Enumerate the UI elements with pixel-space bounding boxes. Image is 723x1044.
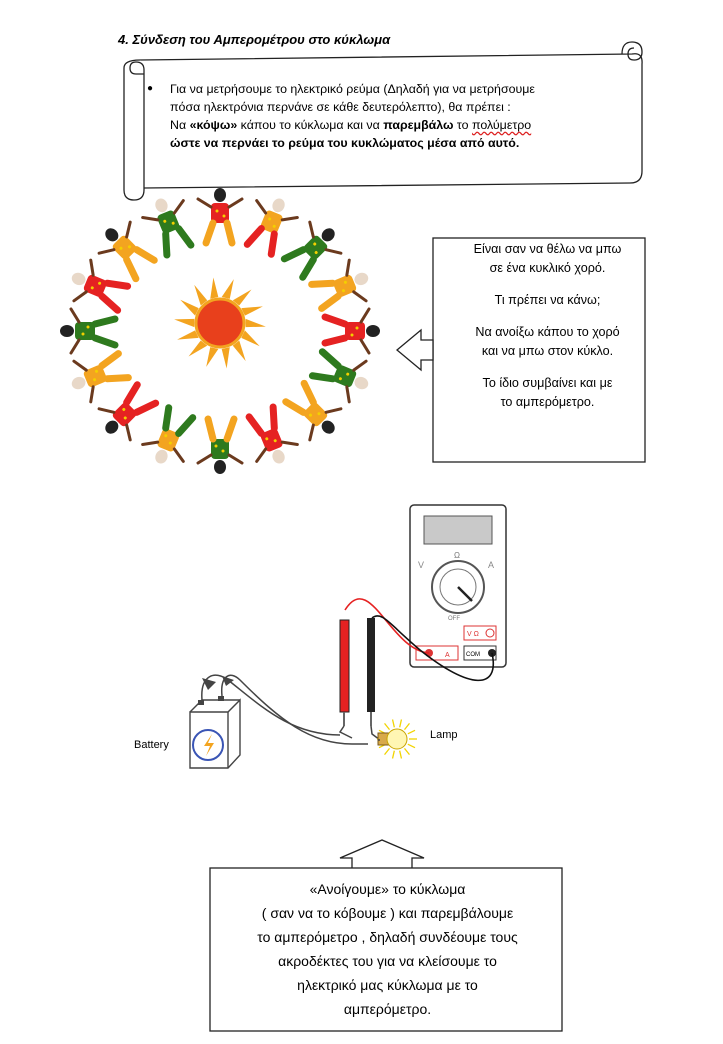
scroll-text: ● Για να μετρήσουμε το ηλεκτρικό ρεύμα (… bbox=[147, 80, 620, 152]
battery-label: Battery bbox=[134, 739, 169, 751]
a-label: A bbox=[445, 652, 450, 659]
scroll-line-4: ώστε να περνάει το ρεύμα του κυκλώματος … bbox=[170, 136, 520, 150]
dancer bbox=[245, 403, 299, 464]
dancer bbox=[280, 220, 343, 281]
dancer bbox=[97, 220, 158, 283]
callout-text-circuit: «Ανοίγουμε» το κύκλωμα ( σαν να το κόβου… bbox=[257, 881, 518, 1017]
com-label: COM bbox=[466, 652, 480, 658]
dancer bbox=[97, 381, 160, 442]
dancer bbox=[243, 198, 299, 258]
scroll-line-1: Για να μετρήσουμε το ηλεκτρικό ρεύμα (Δη… bbox=[170, 82, 535, 96]
dancer bbox=[141, 404, 197, 464]
circle-dance-illustration bbox=[60, 188, 380, 474]
svg-text:V: V bbox=[418, 560, 424, 570]
battery bbox=[189, 696, 241, 769]
callout-box-circuit bbox=[209, 839, 563, 1032]
dancer bbox=[196, 415, 244, 474]
callout-box-dance bbox=[395, 237, 646, 463]
off-label: OFF bbox=[448, 616, 460, 622]
dancer bbox=[196, 188, 244, 247]
lamp bbox=[377, 719, 417, 759]
section-heading: 4. Σύνδεση του Αμπερομέτρου στο κύκλωμα bbox=[118, 32, 391, 47]
circuit-diagram: Ω OFF V A V Ω A COM bbox=[189, 504, 507, 769]
lamp-label: Lamp bbox=[430, 729, 458, 741]
dancer bbox=[321, 307, 380, 355]
va-label: V Ω bbox=[467, 631, 479, 638]
svg-text:A: A bbox=[488, 560, 494, 570]
dancer bbox=[308, 348, 369, 404]
scroll-line-2: πόσα ηλεκτρόνια περνάνε σε κάθε δευτερόλ… bbox=[170, 100, 511, 114]
sun-icon bbox=[174, 277, 266, 369]
ohm-label: Ω bbox=[454, 551, 460, 560]
dancer bbox=[60, 307, 119, 355]
scroll-banner bbox=[123, 41, 643, 201]
scroll-line-3: Να «κόψω» κάπου το κύκλωμα και να παρεμβ… bbox=[170, 118, 532, 132]
dancer bbox=[308, 258, 369, 312]
dancer bbox=[71, 350, 132, 404]
dancer bbox=[71, 258, 132, 314]
bullet-icon: ● bbox=[147, 83, 154, 94]
multimeter: Ω OFF V A V Ω A COM bbox=[409, 504, 507, 668]
dancer bbox=[141, 198, 195, 259]
dancer bbox=[282, 379, 343, 442]
